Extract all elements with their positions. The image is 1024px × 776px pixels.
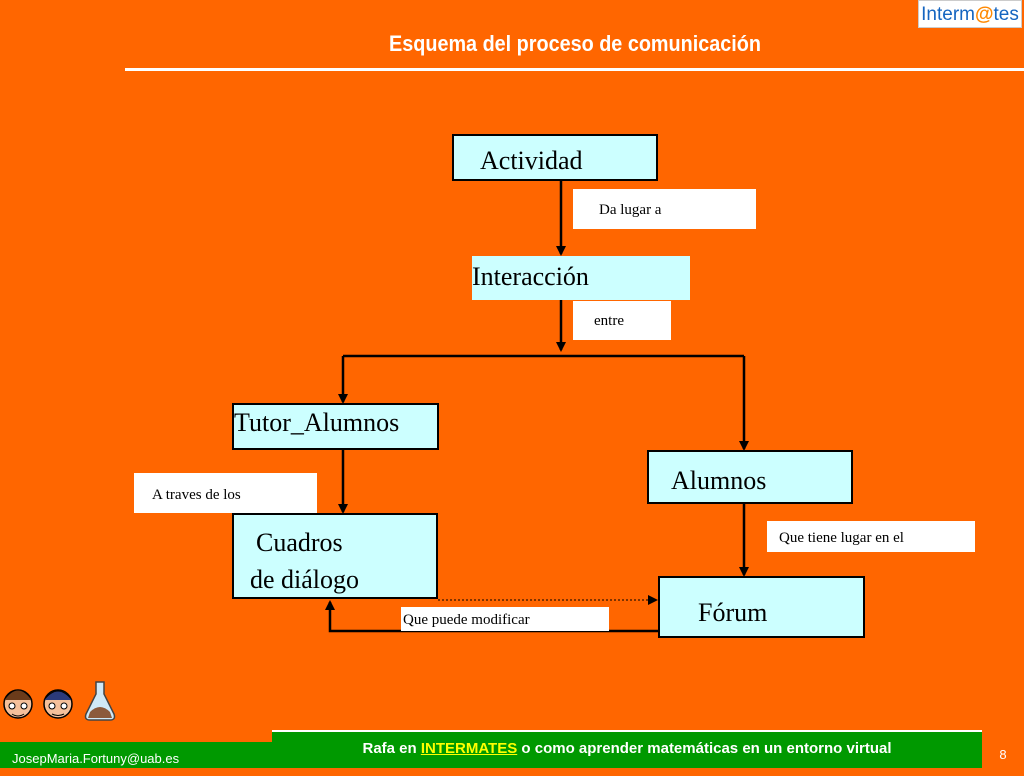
- edge-label-que-tiene: Que tiene lugar en el: [767, 521, 975, 552]
- arrow-forum-cuadros-feedback: [325, 600, 658, 633]
- node-actividad: Actividad: [452, 134, 658, 181]
- node-interaccion: Interacción: [472, 256, 690, 300]
- title-underline: [125, 68, 1024, 71]
- edge-label-a-traves: A traves de los: [134, 473, 317, 513]
- node-actividad-label: Actividad: [480, 146, 583, 175]
- slide-title: Esquema del proceso de comunicación: [389, 31, 761, 56]
- node-cuadros-dialogo: Cuadros de diálogo: [232, 513, 438, 599]
- footer-banner: Rafa en INTERMATES o como aprender matem…: [272, 730, 982, 768]
- logo-text-prefix: Interm: [921, 4, 975, 25]
- node-cuadros-line2: de diálogo: [250, 565, 360, 594]
- footer-suffix: o como aprender matemáticas en un entorn…: [517, 740, 892, 757]
- mascot-flask-icon: [84, 681, 116, 721]
- node-tutor-alumnos: Tutor_Alumnos: [232, 403, 439, 450]
- mascot-icons: [3, 681, 116, 721]
- intermates-link[interactable]: INTERMATES: [420, 740, 518, 757]
- node-tutor-alumnos-label: Tutor_Alumnos: [234, 408, 400, 437]
- node-interaccion-label: Interacción: [472, 262, 589, 291]
- node-forum: Fórum: [658, 576, 865, 638]
- edge-label-que-puede: Que puede modificar: [401, 607, 609, 631]
- node-alumnos: Alumnos: [647, 450, 853, 504]
- node-cuadros-line1: Cuadros: [256, 528, 343, 557]
- logo-text-suffix: tes: [993, 4, 1019, 25]
- author-email[interactable]: JosepMaria.Fortuny@uab.es: [0, 742, 272, 768]
- node-forum-label: Fórum: [698, 598, 768, 627]
- intermates-logo[interactable]: Interm@tes: [918, 0, 1022, 28]
- node-alumnos-label: Alumnos: [671, 466, 767, 495]
- footer-prefix: Rafa en: [362, 740, 421, 757]
- page-number: 8: [999, 747, 1007, 762]
- edge-label-entre: entre: [573, 301, 671, 340]
- edge-label-da-lugar: Da lugar a: [573, 189, 756, 229]
- mascot-face-2-icon: [43, 689, 73, 719]
- mascot-face-1-icon: [3, 689, 33, 719]
- logo-at-symbol: @: [974, 4, 994, 25]
